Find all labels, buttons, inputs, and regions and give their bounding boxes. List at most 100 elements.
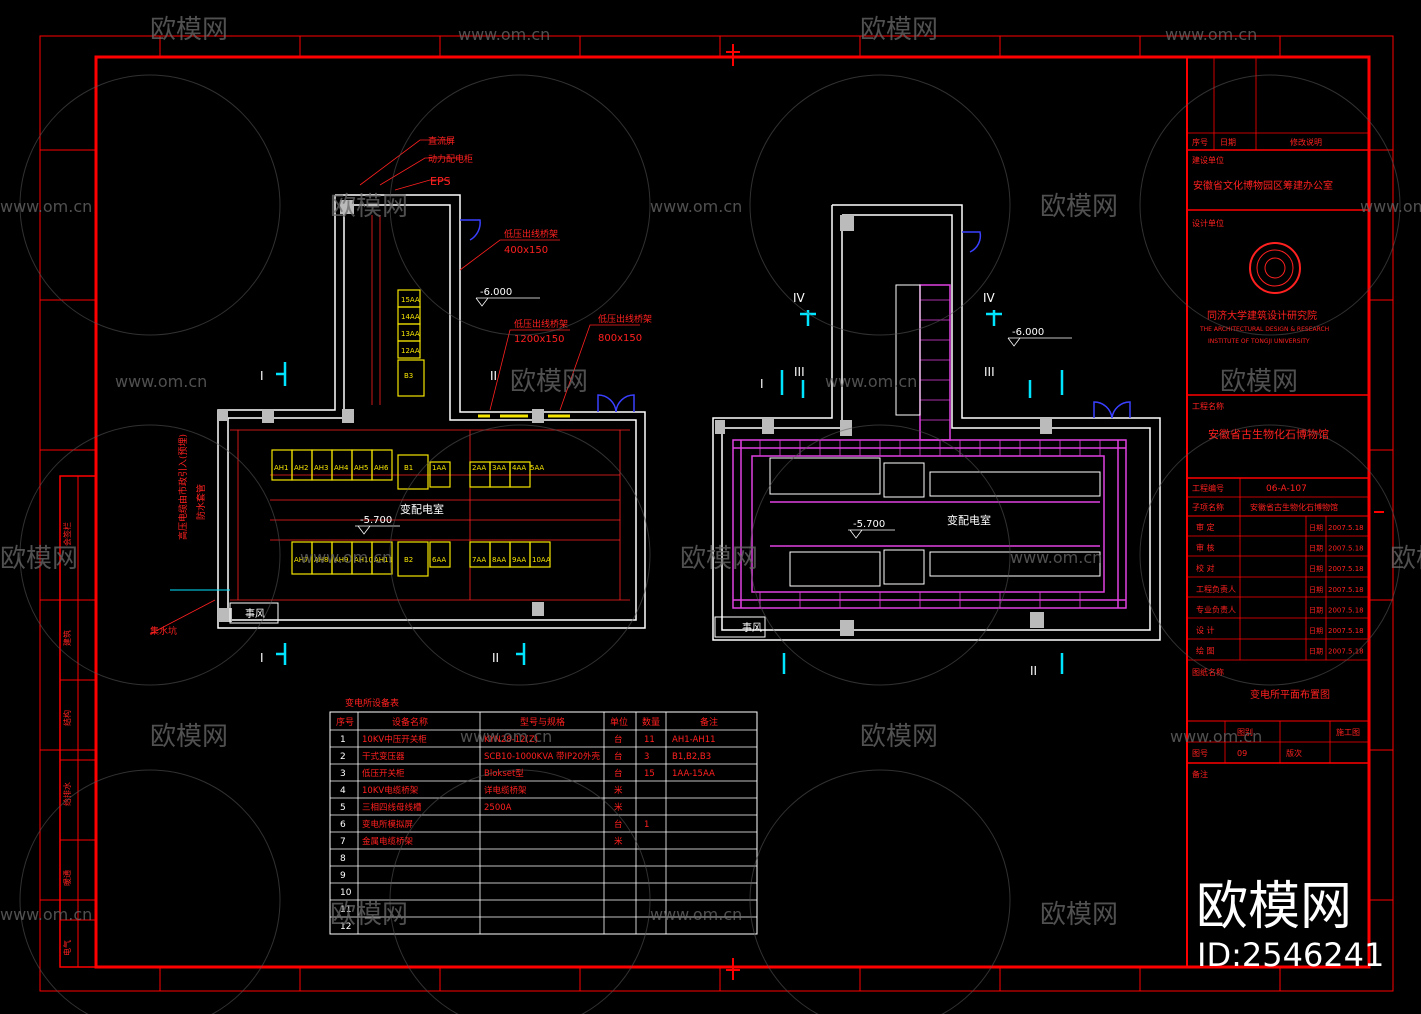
client-label: 建设单位 <box>1192 155 1224 165</box>
table-cell: 8 <box>340 854 346 864</box>
section-mark-left-2: I <box>260 651 264 665</box>
level-top-right: -6.000 <box>1012 327 1044 338</box>
section-mark-right-2: IV <box>983 291 996 305</box>
plan-right: -6.000 -5.700 变配电室 事风 IV IV III III I II <box>712 204 1161 678</box>
table-cell: 10KV中压开关柜 <box>362 734 427 745</box>
table-cell: 2500A <box>484 803 512 813</box>
signoff-date: 2007.5.18 <box>1328 565 1364 573</box>
signoff-date: 2007.5.18 <box>1328 586 1364 594</box>
signoff-date: 2007.5.18 <box>1328 648 1364 656</box>
th-model: 型号与规格 <box>520 716 565 728</box>
wm-brand-11: 欧模网 <box>860 722 938 752</box>
table-cell: 金属电缆桥架 <box>362 836 414 847</box>
plan-left-cabinets-column <box>397 289 425 397</box>
level-marker-right: -5.700 <box>848 519 895 539</box>
center-markers <box>726 44 1384 980</box>
plan-left-dimensions <box>230 215 630 601</box>
table-cell: 4 <box>340 786 346 796</box>
table-cell: 11 <box>644 735 655 745</box>
plan-left-cabinets-top <box>271 449 531 490</box>
cab-15aa: 15AA <box>401 296 420 304</box>
project-no: 06-A-107 <box>1266 484 1307 494</box>
strip-label-2: 结构 <box>62 710 72 726</box>
stage: 施工图 <box>1336 727 1360 737</box>
table-cell: 低压开关柜 <box>362 768 405 779</box>
table-cell: 1 <box>340 735 346 745</box>
table-cell: 12 <box>340 922 351 932</box>
wm-brand-7: 欧模网 <box>0 544 78 574</box>
signoff-date-label: 日期 <box>1309 648 1323 656</box>
section-mark-left-3: II <box>490 369 497 383</box>
table-cell: 10KV电缆桥架 <box>362 785 419 796</box>
table-cell: 米 <box>614 836 623 847</box>
plan-left-columns <box>218 200 544 622</box>
wm-site-6: www.om.cn <box>115 372 207 391</box>
title-block: 序号 日期 修改说明 建设单位 安徽省文化博物园区筹建办公室 设计单位 同济大学… <box>1186 57 1369 967</box>
wm-brand-5: 欧模网 <box>510 367 588 397</box>
table-cell: 7 <box>340 837 346 847</box>
busway-3-size: 800x150 <box>598 333 642 344</box>
fan-room-right: 事风 <box>742 621 762 634</box>
cabinet-bottom: AH9 <box>334 556 349 564</box>
section-marks-left <box>276 362 526 665</box>
drawing-no: 09 <box>1237 749 1247 758</box>
table-cell: 台 <box>614 768 623 779</box>
table-cell: 11 <box>340 905 351 915</box>
signoff-role: 工程负责人 <box>1196 584 1236 594</box>
table-cell: 6 <box>340 820 346 830</box>
drawing-name: 变电所平面布置图 <box>1250 688 1330 701</box>
watermarks: 欧模网 欧模网 www.om.cn www.om.cn www.om.cn 欧模… <box>0 15 1421 1014</box>
cabinet-bottom: 6AA <box>432 556 446 564</box>
table-cell: 1 <box>644 820 649 830</box>
signoff-date: 2007.5.18 <box>1328 524 1364 532</box>
drawing-no-label: 图号 <box>1192 749 1208 758</box>
cab-b3: B3 <box>404 372 413 380</box>
signoff-grid <box>1187 516 1369 661</box>
cabinet-bottom: B2 <box>404 556 413 564</box>
signoff-date: 2007.5.18 <box>1328 606 1364 614</box>
signoff-role: 审 定 <box>1196 522 1215 532</box>
wm-brand-9: 欧模网 <box>1390 544 1421 574</box>
designer-en-1: THE ARCHITECTURAL DESIGN & RESEARCH <box>1199 326 1329 333</box>
project-no-label: 工程编号 <box>1192 483 1224 493</box>
callout-power-cabinet: 动力配电柜 <box>428 153 473 165</box>
sub-project-label: 子项名称 <box>1192 502 1224 512</box>
wm-site-10: www.om.cn <box>460 727 552 746</box>
cabinet-top: AH4 <box>334 464 349 472</box>
signoff-date-label: 日期 <box>1309 606 1323 614</box>
wm-site-2: www.om.cn <box>1165 25 1257 44</box>
level-marker-left: -5.700 <box>355 515 400 535</box>
cab-12aa: 12AA <box>401 347 420 355</box>
level-left: -5.700 <box>360 515 392 526</box>
signoff-date: 2007.5.18 <box>1328 545 1364 553</box>
equipment-table-title: 变电所设备表 <box>345 697 399 709</box>
signoff-date-label: 日期 <box>1309 627 1323 635</box>
client-name: 安徽省文化博物园区筹建办公室 <box>1193 179 1333 192</box>
signoff-date-label: 日期 <box>1309 524 1323 532</box>
plan-left-doors <box>460 219 635 413</box>
wm-brand-4: 欧模网 <box>1040 192 1118 222</box>
wm-site-1: www.om.cn <box>458 25 550 44</box>
cabinet-bottom: AH10 <box>354 556 373 564</box>
section-marks-right <box>780 310 1064 674</box>
water-pit-label: 集水坑 <box>150 625 177 637</box>
section-mark-right-3: III <box>794 365 805 379</box>
section-mark-right-6: II <box>1030 664 1037 678</box>
table-cell: 米 <box>614 785 623 796</box>
plan-right-columns <box>715 215 1052 636</box>
strip-label-0: 会签栏 <box>62 522 72 546</box>
wm-id: ID:2546241 <box>1197 936 1384 974</box>
level-right: -5.700 <box>853 519 885 530</box>
wm-brand-13: 欧模网 <box>1040 900 1118 930</box>
cabinet-top: 2AA <box>472 464 486 472</box>
cabinet-top: 1AA <box>432 464 446 472</box>
fan-room-left: 事风 <box>245 607 265 620</box>
wm-site-9: www.om.cn <box>1010 548 1102 567</box>
th-note: 备注 <box>700 716 718 728</box>
table-cell: 台 <box>614 734 623 745</box>
sheet-outer-frame <box>39 35 1394 992</box>
table-cell: 台 <box>614 819 623 830</box>
project-label: 工程名称 <box>1192 401 1224 411</box>
